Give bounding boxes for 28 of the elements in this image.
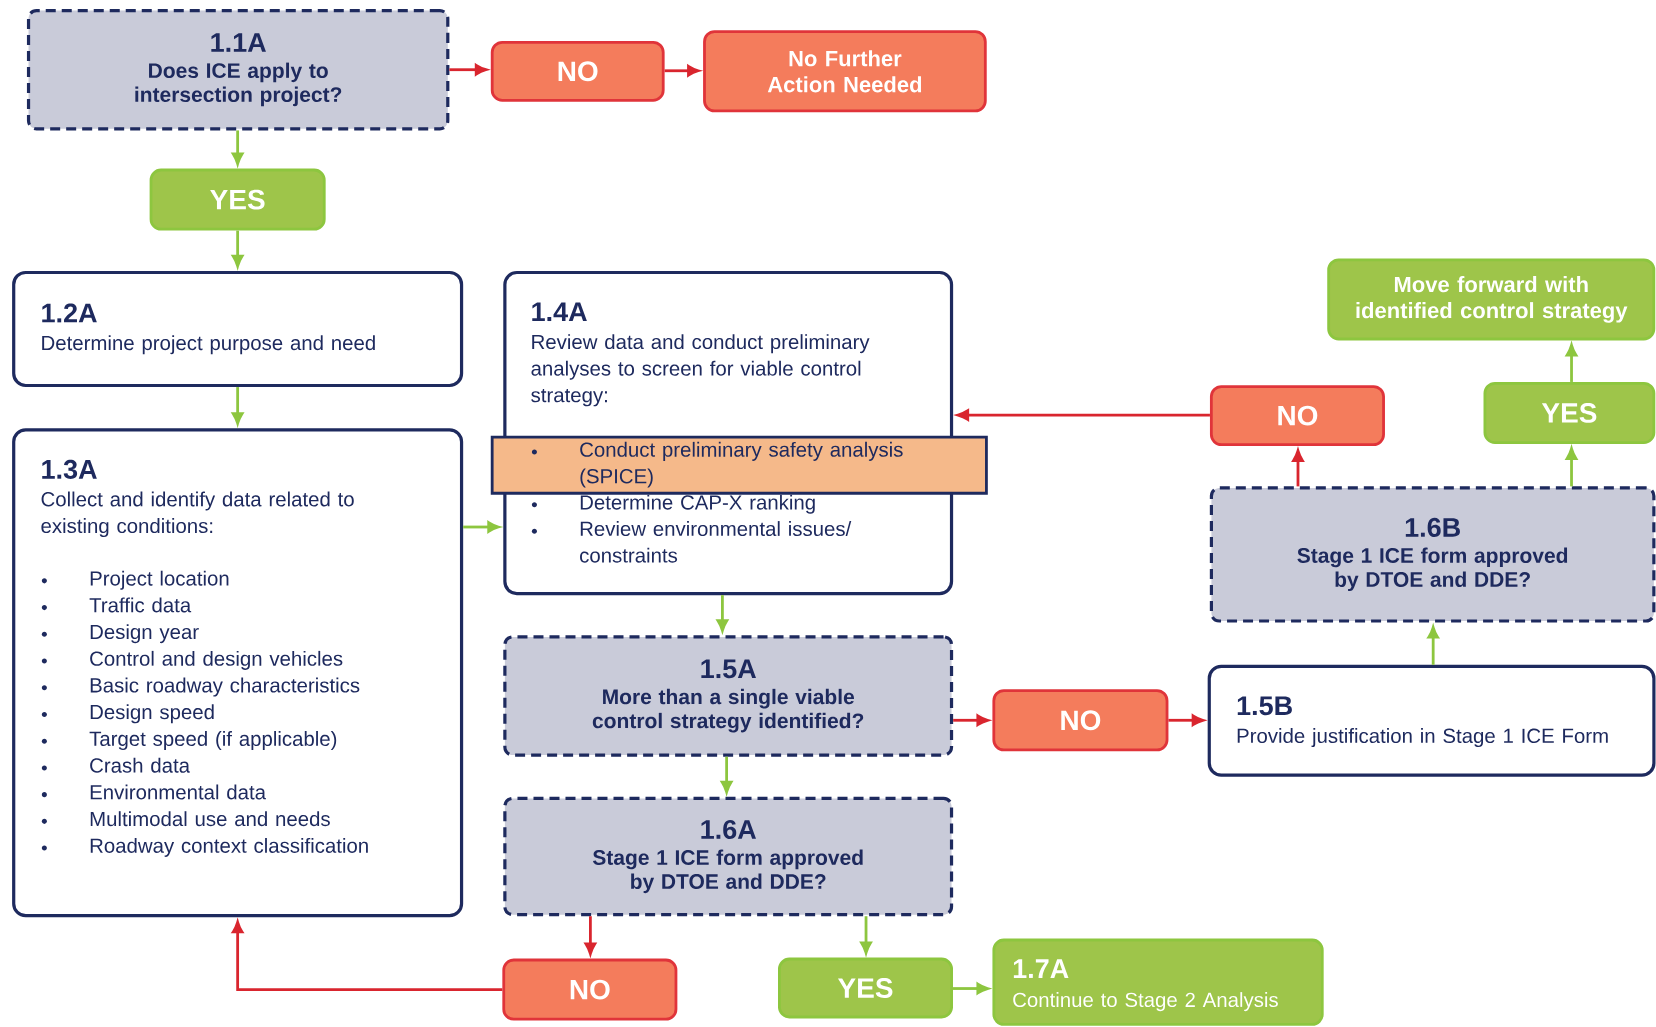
outcome-box: Move forward with identified control strategy <box>1327 258 1656 341</box>
process-box: 1.3A Collect and identify data related to existing conditions: Project location Traffic data Design year Control and design vehicles Basic roadway characteristics Design speed Target speed (if applicable) Crash data Environmental data Multimodal use and needs Roadway context classification <box>12 428 464 918</box>
answer-box: YES <box>778 957 953 1019</box>
answer-box: NO <box>1209 385 1385 447</box>
decision-box: 1.1A Does ICE apply to intersection project? <box>26 9 450 131</box>
decision-box: 1.6B Stage 1 ICE form approved by DTOE and DDE? <box>1209 486 1656 623</box>
decision-box: 1.5A More than a single viable control strategy identified? <box>503 635 954 757</box>
outcome-box: No Further Action Needed <box>703 30 987 113</box>
arrow <box>664 65 700 77</box>
process-box: 1.2A Determine project purpose and need <box>12 271 464 388</box>
arrow <box>1292 449 1304 487</box>
arrow <box>463 521 500 533</box>
arrow <box>449 64 488 76</box>
arrow <box>956 409 1210 422</box>
answer-box: NO <box>502 958 678 1021</box>
answer-box: NO <box>490 41 665 102</box>
process-box: 1.7A Continue to Stage 2 Analysis <box>992 938 1324 1027</box>
arrow <box>231 130 244 166</box>
arrow <box>860 916 872 955</box>
answer-box: YES <box>1483 382 1656 445</box>
arrow <box>1168 714 1205 727</box>
process-box: 1.5B Provide justification in Stage 1 ICE Form <box>1207 665 1656 778</box>
answer-box: YES <box>149 168 326 231</box>
highlight-box: Conduct preliminary safety analysis (SPICE) <box>490 436 988 495</box>
answer-box: NO <box>992 689 1169 752</box>
arrow <box>584 916 597 956</box>
arrow <box>231 230 244 268</box>
decision-box: 1.6A Stage 1 ICE form approved by DTOE and DDE? <box>503 797 954 917</box>
